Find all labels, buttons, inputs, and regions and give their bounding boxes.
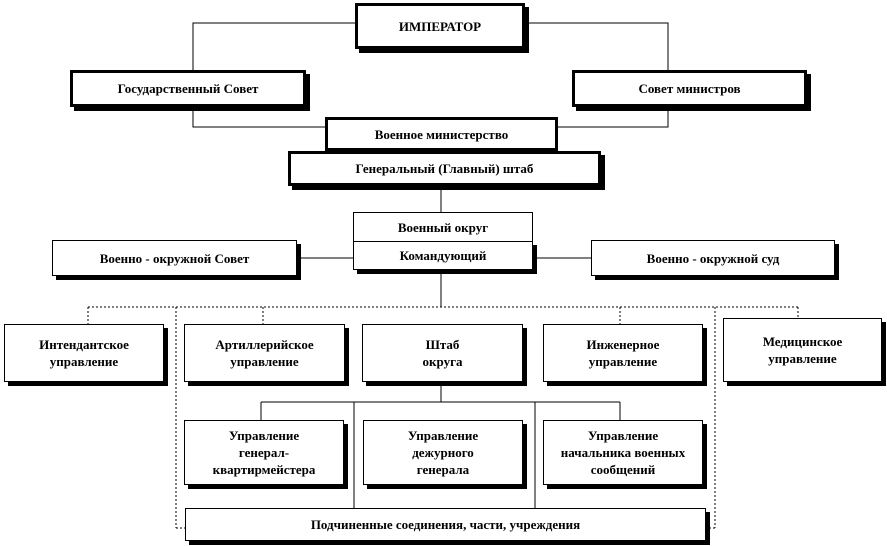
- subordinate-units-box: Подчиненные соединения, части, учреждени…: [185, 508, 706, 541]
- district-court-box: Военно - окружной суд: [591, 240, 835, 276]
- war-ministry-label: Военное министерство: [374, 126, 509, 142]
- district-staff-label: Штаб округа: [422, 337, 463, 369]
- council-of-ministers-box: Совет министров: [572, 70, 807, 107]
- district-council-box: Военно - окружной Совет: [52, 240, 297, 276]
- emperor-box: ИМПЕРАТОР: [355, 3, 525, 49]
- commander-box: Командующий: [353, 241, 533, 270]
- emperor-label: ИМПЕРАТОР: [398, 18, 482, 34]
- duty-general-label: Управление дежурного генерала: [407, 428, 479, 477]
- quartermaster-label: Интендантское управление: [39, 337, 129, 369]
- district-council-label: Военно - окружной Совет: [99, 250, 250, 266]
- medical-box: Медицинское управление: [723, 318, 882, 382]
- duty-general-box: Управление дежурного генерала: [363, 420, 523, 485]
- military-district-box: Военный округ: [353, 212, 533, 242]
- quartermaster-general-label: Управление генерал- квартирмейстера: [212, 428, 316, 477]
- subordinate-units-label: Подчиненные соединения, части, учреждени…: [310, 517, 581, 532]
- military-communications-box: Управление начальника военных сообщений: [543, 420, 703, 485]
- engineering-box: Инженерное управление: [543, 324, 703, 382]
- medical-label: Медицинское управление: [762, 334, 843, 366]
- quartermaster-box: Интендантское управление: [4, 324, 164, 382]
- military-communications-label: Управление начальника военных сообщений: [560, 428, 686, 477]
- engineering-label: Инженерное управление: [586, 337, 660, 369]
- district-staff-box: Штаб округа: [362, 324, 523, 382]
- artillery-box: Артиллерийское управление: [184, 324, 345, 382]
- artillery-label: Артиллерийское управление: [215, 337, 314, 369]
- general-staff-label: Генеральный (Главный) штаб: [355, 161, 534, 176]
- state-council-box: Государственный Совет: [70, 70, 306, 107]
- state-council-label: Государственный Совет: [117, 81, 259, 96]
- war-ministry-box: Военное министерство: [325, 117, 558, 151]
- council-of-ministers-label: Совет министров: [638, 81, 741, 96]
- general-staff-box: Генеральный (Главный) штаб: [288, 151, 601, 186]
- military-district-label: Военный округ: [397, 219, 489, 235]
- quartermaster-general-box: Управление генерал- квартирмейстера: [184, 420, 344, 485]
- commander-label: Командующий: [399, 248, 487, 263]
- district-court-label: Военно - окружной суд: [646, 250, 780, 266]
